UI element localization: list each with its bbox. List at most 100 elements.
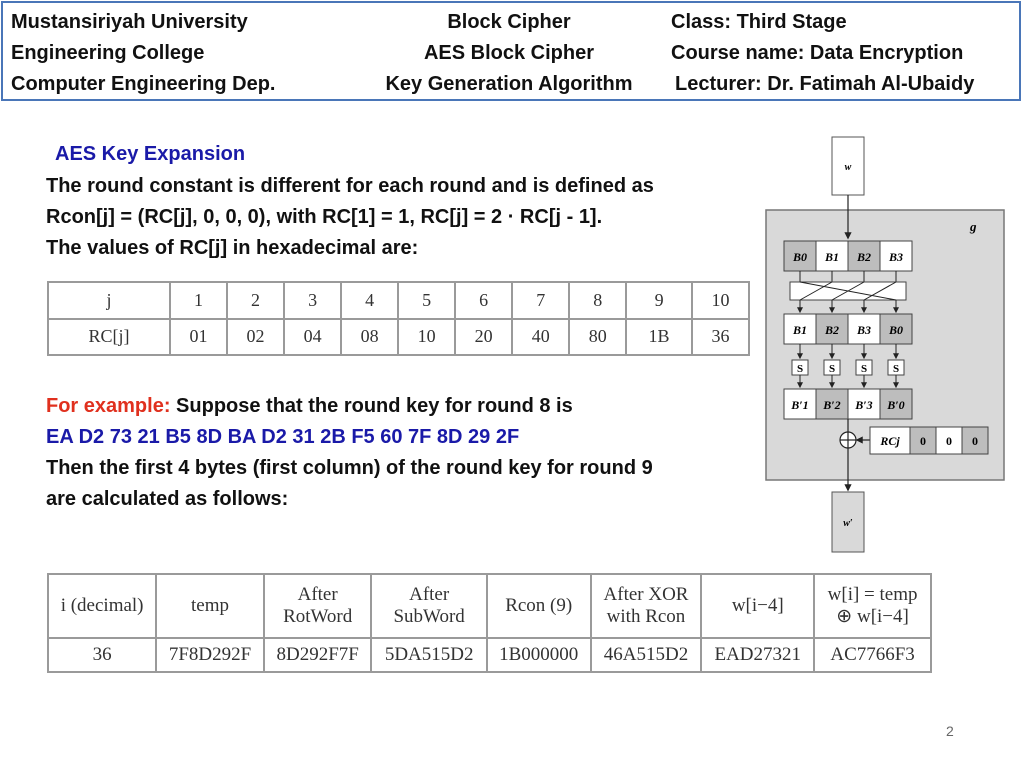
- calc-cell-temp: 7F8D292F: [155, 637, 265, 673]
- byte-label: B1: [824, 250, 839, 264]
- byte-label: B0: [888, 323, 903, 337]
- rc-table-rc-label: RC[j]: [47, 317, 171, 356]
- calc-cell-rcon: 1B000000: [485, 637, 592, 673]
- rc-table-j-label: j: [47, 281, 171, 320]
- rotword-lines: [789, 271, 907, 314]
- topic-line-1: Block Cipher: [447, 11, 571, 33]
- rc-table-j-cell: 7: [511, 281, 571, 320]
- page-number: 2: [946, 723, 954, 739]
- intro-line-1: The round constant is different for each…: [46, 175, 654, 197]
- example-line-4: are calculated as follows:: [46, 488, 289, 510]
- calc-table-row: 36 7F8D292F 8D292F7F 5DA515D2 1B000000 4…: [46, 637, 932, 673]
- rc-table-rc-cell: 02: [226, 317, 286, 356]
- rc-table-j-cell: 4: [340, 281, 400, 320]
- g-function-label: g: [969, 219, 977, 234]
- example-line-3: Then the first 4 bytes (first column) of…: [46, 457, 653, 479]
- department-name: Computer Engineering Dep.: [11, 73, 276, 95]
- input-word-box: [831, 136, 865, 196]
- rc-table-j-cell: 8: [568, 281, 628, 320]
- rcon-cell: [869, 426, 911, 455]
- rcon-cell: [909, 426, 937, 455]
- byte-label: B2: [824, 323, 839, 337]
- rc-table-j-cell: 10: [690, 281, 751, 320]
- rc-table-rc-cell: 20: [454, 317, 514, 356]
- byte-label: B3: [888, 250, 903, 264]
- byte-label: B2: [856, 250, 871, 264]
- byte-row-rotated: B1 B2 B3 B0: [783, 313, 913, 345]
- byte-cell: [847, 313, 881, 345]
- input-word-label: w: [845, 162, 852, 173]
- calc-cell-i: 36: [46, 637, 158, 673]
- example-text: Suppose that the round key for round 8 i…: [170, 395, 573, 417]
- section-title: AES Key Expansion: [55, 143, 246, 165]
- byte-label: B′0: [886, 398, 904, 412]
- header-course: Class: Third Stage Course name: Data Enc…: [671, 7, 974, 100]
- byte-cell: [783, 388, 817, 420]
- rc-table-rc-cell: 08: [340, 317, 400, 356]
- rc-table-j-cell: 6: [454, 281, 514, 320]
- rc-table-rc-cell: 80: [568, 317, 628, 356]
- byte-row-substituted: B′1 B′2 B′3 B′0: [783, 388, 913, 420]
- rc-table-rc-cell: 04: [283, 317, 343, 356]
- calc-header-i: i (decimal): [46, 573, 158, 639]
- rc-table-j-cell: 3: [283, 281, 343, 320]
- college-name: Engineering College: [11, 42, 205, 64]
- byte-label: B3: [856, 323, 871, 337]
- sbox-label: S: [893, 363, 899, 375]
- rc-table-j-cell: 5: [397, 281, 457, 320]
- round-8-key: EA D2 73 21 B5 8D BA D2 31 2B F5 60 7F 8…: [46, 426, 520, 448]
- rc-table-rc-cell: 01: [168, 317, 229, 356]
- g-function-diagram: g w B0 B1 B2 B3 B1 B2 B3 B0: [765, 136, 1005, 553]
- rc-values-table: j 1 2 3 4 5 6 7 8 9 10 RC[j] 01 02 04 08…: [47, 281, 751, 356]
- calc-cell-w-i-4: EAD27321: [700, 637, 816, 673]
- byte-cell: [783, 313, 817, 345]
- intro-line-3: The values of RC[j] in hexadecimal are:: [46, 237, 419, 259]
- example-line-1: For example: Suppose that the round key …: [46, 395, 573, 418]
- byte-label: B′1: [790, 398, 808, 412]
- byte-cell: [879, 313, 913, 345]
- byte-cell: [847, 388, 881, 420]
- header-institution: Mustansiriyah University Engineering Col…: [11, 7, 275, 100]
- rc-table-rc-cell: 10: [397, 317, 457, 356]
- topic-line-2: AES Block Cipher: [423, 42, 595, 64]
- class-stage: Class: Third Stage: [671, 11, 847, 33]
- topic-line-3: Key Generation Algorithm: [385, 73, 633, 95]
- calc-header-result: w[i] = temp⊕ w[i−4]: [813, 573, 932, 639]
- xor-icon: [839, 431, 857, 449]
- calc-cell-rotword: 8D292F7F: [262, 637, 373, 673]
- byte-cell: [879, 240, 913, 272]
- rcon-label: RCj: [879, 434, 900, 448]
- rc-table-j-row: j 1 2 3 4 5 6 7 8 9 10: [47, 281, 751, 320]
- byte-label: B1: [792, 323, 807, 337]
- byte-row-input: B0 B1 B2 B3: [783, 240, 913, 272]
- calc-cell-result: AC7766F3: [813, 637, 932, 673]
- rc-table-j-cell: 2: [226, 281, 286, 320]
- sbox-row: [791, 344, 905, 389]
- example-label: For example:: [46, 395, 171, 417]
- rc-table-rc-cell: 40: [511, 317, 571, 356]
- byte-cell: [815, 388, 849, 420]
- output-word-box: [831, 491, 865, 553]
- calc-header-temp: temp: [155, 573, 265, 639]
- sbox-label: S: [861, 363, 867, 375]
- rc-table-value-row: RC[j] 01 02 04 08 10 20 40 80 1B 36: [47, 317, 751, 356]
- sbox-label: S: [797, 363, 803, 375]
- rc-table-rc-cell: 36: [690, 317, 751, 356]
- course-name: Course name: Data Encryption: [671, 42, 964, 64]
- byte-label: B′3: [854, 398, 872, 412]
- byte-cell: [879, 388, 913, 420]
- calc-header-rcon: Rcon (9): [485, 573, 592, 639]
- slide-header: Mustansiriyah University Engineering Col…: [1, 1, 1021, 101]
- rcon-cell: [961, 426, 989, 455]
- university-name: Mustansiriyah University: [11, 11, 248, 33]
- rcon-row: RCj 0 0 0: [869, 426, 989, 455]
- rcon-zero: 0: [946, 434, 952, 448]
- calc-header-w-i-4: w[i−4]: [700, 573, 816, 639]
- sbox-label: S: [829, 363, 835, 375]
- byte-label: B0: [792, 250, 807, 264]
